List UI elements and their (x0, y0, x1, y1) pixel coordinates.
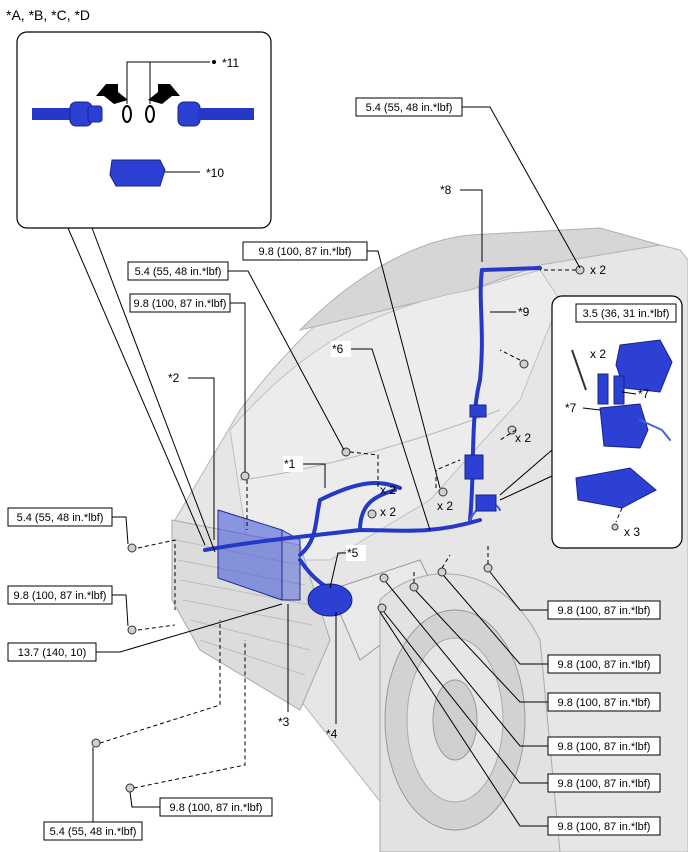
torque-label: 9.8 (100, 87 in.*lbf) (558, 821, 651, 833)
callout-label: *3 (278, 715, 290, 729)
fuel-module-inset: 3.5 (36, 31 in.*lbf) x 2 *7 *7 x 3 (499, 295, 683, 549)
torque-label: 13.7 (140, 10) (18, 647, 87, 659)
torque-labels: 5.4 (55, 48 in.*lbf) x 2 9.8 (100, 87 in… (7, 97, 661, 841)
callout-label: *8 (440, 183, 452, 197)
qty-label: x 2 (380, 505, 396, 519)
torque-label: 9.8 (100, 87 in.*lbf) (259, 246, 352, 258)
module-cover-part (615, 339, 673, 393)
torque-label: 9.8 (100, 87 in.*lbf) (170, 802, 263, 814)
o-ring-icon (145, 105, 155, 123)
callout-label: *2 (168, 371, 180, 385)
qty-label: x 2 (515, 431, 531, 445)
callout-label: *4 (326, 727, 338, 741)
bolt-icon (519, 359, 529, 369)
bolt-icon (127, 625, 137, 635)
inset-label-7b: *7 (565, 401, 577, 415)
module-base-part (575, 467, 657, 509)
bolt-icon (125, 783, 135, 793)
bolt-icon (127, 543, 137, 553)
qty-label: x 2 (437, 499, 453, 513)
arrow-icon (96, 84, 128, 104)
o-ring-label: *11 (222, 56, 239, 70)
bolt-icon (571, 349, 587, 391)
inset-torque-label: 3.5 (36, 31 in.*lbf) (583, 308, 670, 320)
torque-label: 9.8 (100, 87 in.*lbf) (134, 298, 227, 310)
screw-icon (611, 523, 619, 531)
installation-dash-lines (99, 269, 576, 789)
bolts (91, 265, 585, 793)
inset-bolt-qty: x 2 (590, 347, 606, 361)
bolt-icon (409, 582, 419, 592)
callouts: *1 *2 *3 *4 *5 *6 *8 *9 (168, 183, 530, 741)
variant-header: *A, *B, *C, *D (6, 7, 90, 23)
torque-label: 5.4 (55, 48 in.*lbf) (135, 266, 222, 278)
connector-part (109, 159, 166, 187)
hydrogen-pipe-assembly (203, 266, 542, 617)
bolt-icon (240, 471, 250, 481)
callout-label: *5 (347, 546, 359, 560)
torque-label: 5.4 (55, 48 in.*lbf) (17, 512, 104, 524)
torque-label: 9.8 (100, 87 in.*lbf) (558, 659, 651, 671)
callout-label: *9 (518, 305, 530, 319)
bolt-icon (367, 509, 377, 519)
connector-detail-inset: *11 *10 (16, 31, 272, 553)
torque-label: 9.8 (100, 87 in.*lbf) (558, 778, 651, 790)
bolt-icon (483, 563, 493, 573)
callout-label: *1 (284, 457, 296, 471)
qty-label: x 2 (380, 483, 396, 497)
quantity-labels: x 2 x 2 x 2 x 2 (380, 431, 531, 519)
torque-label: 5.4 (55, 48 in.*lbf) (50, 826, 137, 838)
torque-label: 9.8 (100, 87 in.*lbf) (558, 605, 651, 617)
module-body-part (599, 403, 649, 449)
torque-label: 9.8 (100, 87 in.*lbf) (14, 590, 107, 602)
bolt-icon (377, 603, 387, 613)
qty-label: x 2 (590, 263, 606, 277)
bolt-icon (438, 487, 448, 497)
torque-label: 9.8 (100, 87 in.*lbf) (558, 697, 651, 709)
bolt-icon (379, 573, 389, 583)
arrow-icon (148, 84, 180, 104)
inset-screw-qty: x 3 (624, 525, 640, 539)
torque-label: 9.8 (100, 87 in.*lbf) (558, 741, 651, 753)
callout-label: *6 (332, 342, 344, 356)
torque-label: 5.4 (55, 48 in.*lbf) (366, 102, 453, 114)
bolt-icon (91, 738, 101, 748)
inset-label-7a: *7 (638, 387, 650, 401)
bolt-icon (437, 567, 447, 577)
o-ring-icon (122, 105, 132, 123)
connector-label: *10 (206, 166, 224, 180)
